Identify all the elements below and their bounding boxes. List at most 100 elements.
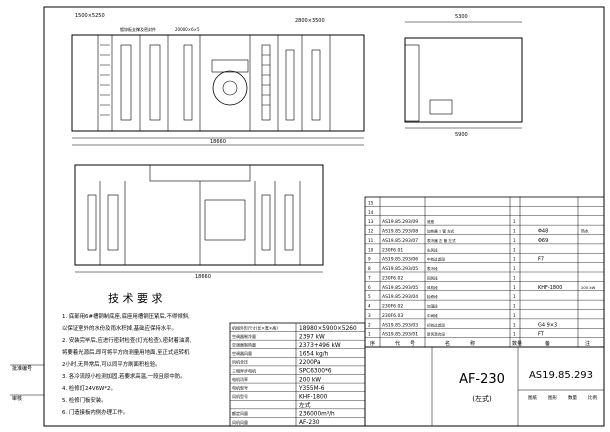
bom-cell-code: AS19.85.293/07 <box>382 238 418 244</box>
bom-cell-no: 5 <box>368 294 371 299</box>
bom-cell-qty: 1 <box>513 257 516 262</box>
bom-header-cell: 称 <box>470 340 475 347</box>
coil-hatching <box>262 54 270 106</box>
spec-line: 以保证室外的水份及雨水积掉,基础应保持水平。 <box>62 324 177 332</box>
top-dim-right: 2800×3500 <box>295 18 325 24</box>
bom-cell-code: 230F6.02 <box>382 304 403 310</box>
coil-block <box>183 44 193 121</box>
param-label: 风机风量 <box>232 419 248 425</box>
param-value: 1654 kg/h <box>299 352 329 358</box>
bom-cell-qty: 1 <box>513 332 516 337</box>
param-value: KHF-1800 <box>299 394 328 400</box>
param-value: 200 kW <box>299 377 321 383</box>
bom-cell-name: 中间段 <box>427 313 438 318</box>
bom-cell-no: 3 <box>368 313 371 318</box>
top-label-b: 20000×6×5 <box>175 27 200 32</box>
bom-cell-code: AS19.85.293/05 <box>382 266 418 272</box>
bom-cell-qty: 1 <box>513 322 516 327</box>
bom-cell-spec: Φ69 <box>538 238 548 244</box>
bom-cell-name: 新风混合段 <box>427 332 445 337</box>
plan-top-panel <box>149 164 251 182</box>
param-value: 236000m³/h <box>299 411 335 418</box>
bom-cell-qty: 1 <box>513 285 516 290</box>
coil-block <box>149 44 161 121</box>
bom-cell-spec: G4 9×3 <box>538 322 557 328</box>
technical-requirements: 技 术 要 求 1. 底部用6#槽钢制底座,底座用槽钢压紧后,不得倾斜, 以保证… <box>62 292 192 416</box>
bom-cell-no: 14 <box>368 210 374 215</box>
bom-cell-code: 230F6.01 <box>382 247 403 253</box>
bom-cell-code: 230F6.03 <box>382 313 403 319</box>
param-value: 18980×5900×5260 <box>299 326 357 332</box>
plan-view: 18660 <box>74 164 324 280</box>
bom-cell-name: 加湿段 <box>427 304 438 309</box>
bom-cell-note: 200 kW <box>581 285 596 290</box>
title-sub-label: 图纸 <box>528 394 537 401</box>
spec-line: 6. 门造接板内侧办理工作。 <box>62 408 128 416</box>
bom-cell-code: AS19.85.293/01 <box>382 332 418 338</box>
title-sub-label: 比例 <box>588 394 597 401</box>
plan-length: 18660 <box>195 274 211 280</box>
bom-cell-no: 15 <box>368 200 374 205</box>
bom-cell-code: AS19.85.293/08 <box>382 229 418 235</box>
fan-outlet <box>211 59 249 73</box>
spec-line: 3. 各冷流段小检测加固,若要求高温,一段且原中防。 <box>62 372 186 380</box>
param-label: 电机功率 <box>232 376 248 382</box>
bom-cell-code: AS19.85.293/03 <box>382 322 418 328</box>
bom-cell-spec: KHF-1800 <box>538 285 562 291</box>
bom-cell-code: AS19.85.293/04 <box>382 294 418 300</box>
top-elevation-view: 1500×5250 2800×3500 镀锌板支撑及密封件 20000×6×5 <box>71 13 365 146</box>
top-label-a: 镀锌板支撑及密封件 <box>120 26 156 32</box>
bom-cell-name: 表冷段 <box>427 266 438 271</box>
title-sub-label: 数量 <box>568 394 577 401</box>
plan-fan-housing <box>204 199 246 241</box>
bom-cell-code: AS19.85.293/06 <box>382 257 418 263</box>
bom-cell-code: AS19.85.293/05 <box>382 285 418 291</box>
bom-header-cell: 号 <box>410 341 415 347</box>
side-view-height: 5900 <box>455 132 468 138</box>
param-label: 机组外形尺寸(长×宽×高) <box>232 324 278 330</box>
model-variant: (左式) <box>472 394 492 403</box>
section-dividers <box>97 35 331 131</box>
param-label: 空调器风量 <box>232 350 252 356</box>
bom-cell-code: 230F6.02 <box>382 275 403 281</box>
param-label: 空调器制冷量 <box>232 333 256 339</box>
bom-header-cell: 备 <box>545 340 550 347</box>
plan-dividers <box>99 181 301 265</box>
param-value: 2200Pa <box>299 360 321 366</box>
bom-cell-no: 10 <box>368 247 374 252</box>
bom-cell-note: 热水 <box>581 229 589 234</box>
right-side-view: 5300 5900 <box>404 14 523 138</box>
bom-header-cell: 数 <box>512 340 517 347</box>
param-value: SPC6300*6 <box>299 369 332 375</box>
bom-cell-qty: 1 <box>513 266 516 271</box>
drawing-number: AS19.85.293 <box>529 370 593 381</box>
bom-cell-qty: 1 <box>513 294 516 299</box>
param-value: AF-230 <box>299 420 320 426</box>
bom-cell-qty: 1 <box>513 313 516 318</box>
bom-header-cell: 注 <box>585 340 590 347</box>
spec-line: 将要着光源后,即可将平方向测量用地面,至正式运转机 <box>62 348 190 356</box>
bom-cell-name: 初效过滤段 <box>427 322 445 327</box>
side-outline <box>404 37 523 123</box>
overall-length-top: 18660 <box>210 139 226 145</box>
side-view-width: 5300 <box>455 14 468 20</box>
bom-cell-qty: 1 <box>513 247 516 252</box>
bom-cell-name: 出风段 <box>427 247 438 252</box>
bom-header-cell: 名 <box>445 340 450 347</box>
unit-outline-elevation <box>71 34 365 132</box>
bom-cell-qty: 1 <box>513 229 516 234</box>
bom-cell-spec: FT <box>538 332 545 338</box>
bom-header-cell: 代 <box>395 340 400 347</box>
bom-cell-name: 回风段 <box>427 275 438 280</box>
bom-cell-no: 11 <box>368 238 374 243</box>
bom-cell-no: 13 <box>368 219 374 224</box>
bom-cell-spec: Φ48 <box>538 229 548 235</box>
fan-hub <box>222 80 238 96</box>
param-label: 风机全压 <box>232 359 248 365</box>
bom-cell-name: 中效过滤段 <box>427 257 445 262</box>
spec-line: 5. 检修门板安装。 <box>62 396 107 404</box>
filter-hatching <box>100 44 110 116</box>
bom-cell-no: 4 <box>368 304 371 309</box>
